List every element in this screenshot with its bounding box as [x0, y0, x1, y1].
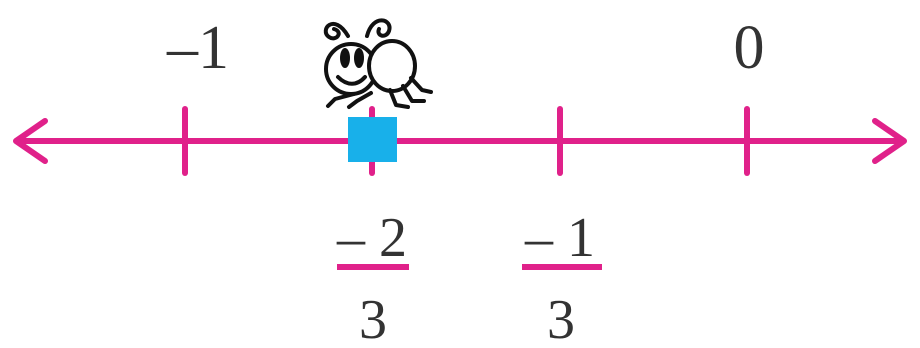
bug-icon	[326, 20, 431, 107]
fraction-neg-one-third-numerator: – 1	[524, 207, 595, 269]
label-neg-one: –1	[166, 14, 229, 82]
label-zero: 0	[734, 14, 765, 82]
square-marker-icon	[348, 117, 397, 162]
fraction-neg-two-thirds-denominator: 3	[359, 289, 387, 348]
fraction-neg-one-third-denominator: 3	[547, 289, 575, 348]
fraction-neg-two-thirds-numerator: – 2	[336, 207, 407, 269]
